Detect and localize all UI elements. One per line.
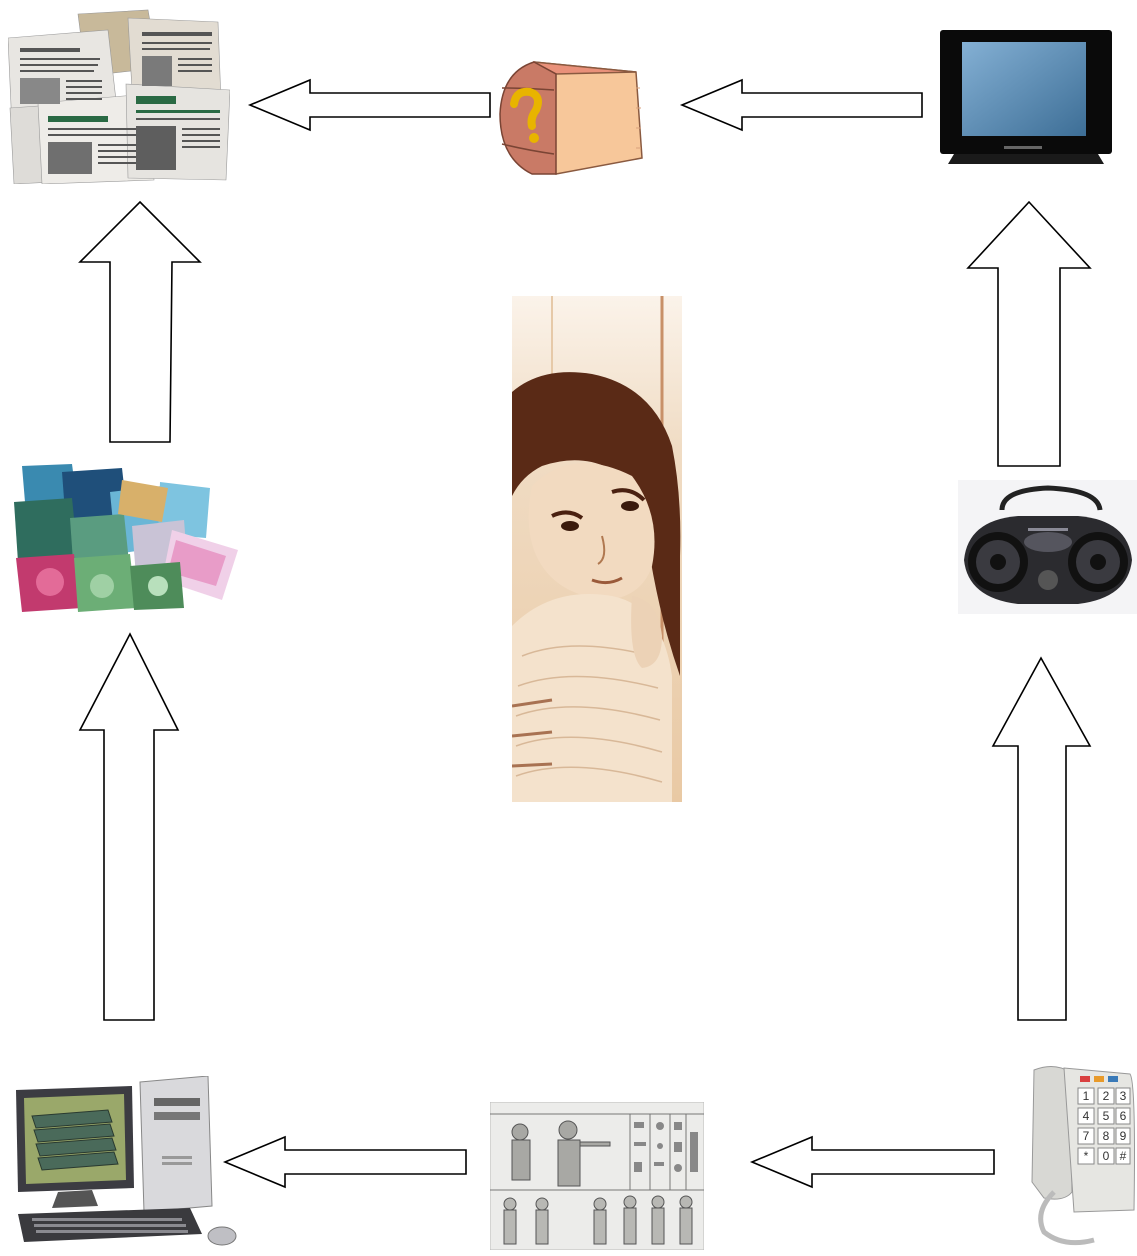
svg-text:3: 3 [1120, 1089, 1127, 1103]
arrow-computer-to-magazines [78, 632, 180, 1021]
radio-node [958, 480, 1137, 614]
svg-text:2: 2 [1103, 1089, 1110, 1103]
child-portrait-node [511, 296, 682, 802]
magazines-icon [14, 464, 238, 612]
question-book-icon [499, 61, 643, 175]
arrow-radio-to-television [966, 200, 1092, 467]
child-portrait-photo [511, 296, 682, 802]
svg-text:8: 8 [1103, 1129, 1110, 1143]
svg-text:*: * [1084, 1149, 1089, 1163]
television-node [940, 30, 1112, 164]
hieroglyphs-node [489, 1101, 705, 1251]
arrow-telephone-to-radio [991, 656, 1092, 1021]
svg-text:6: 6 [1120, 1109, 1127, 1123]
newspapers-icon [7, 9, 231, 185]
arrow-telephone-to-hieroglyphs [749, 1135, 995, 1189]
arrow-magazines-to-newspapers [78, 200, 202, 443]
egyptian-hieroglyphs-icon [489, 1101, 705, 1251]
arrow-television-to-book [679, 78, 923, 132]
svg-text:7: 7 [1083, 1129, 1090, 1143]
computer-node [12, 1075, 240, 1251]
desktop-computer-icon [16, 1075, 237, 1246]
newspapers-node [7, 8, 231, 185]
svg-text:#: # [1120, 1149, 1127, 1163]
svg-text:5: 5 [1103, 1109, 1110, 1123]
television-icon [940, 30, 1112, 164]
magazines-node [12, 462, 244, 612]
book-node [496, 58, 646, 178]
svg-text:1: 1 [1083, 1089, 1090, 1103]
svg-text:4: 4 [1083, 1109, 1090, 1123]
svg-text:9: 9 [1120, 1129, 1127, 1143]
radio-boombox-icon [958, 480, 1137, 614]
arrow-book-to-newspapers [247, 78, 491, 132]
svg-text:0: 0 [1103, 1149, 1110, 1163]
arrow-hieroglyphs-to-computer [222, 1135, 467, 1189]
